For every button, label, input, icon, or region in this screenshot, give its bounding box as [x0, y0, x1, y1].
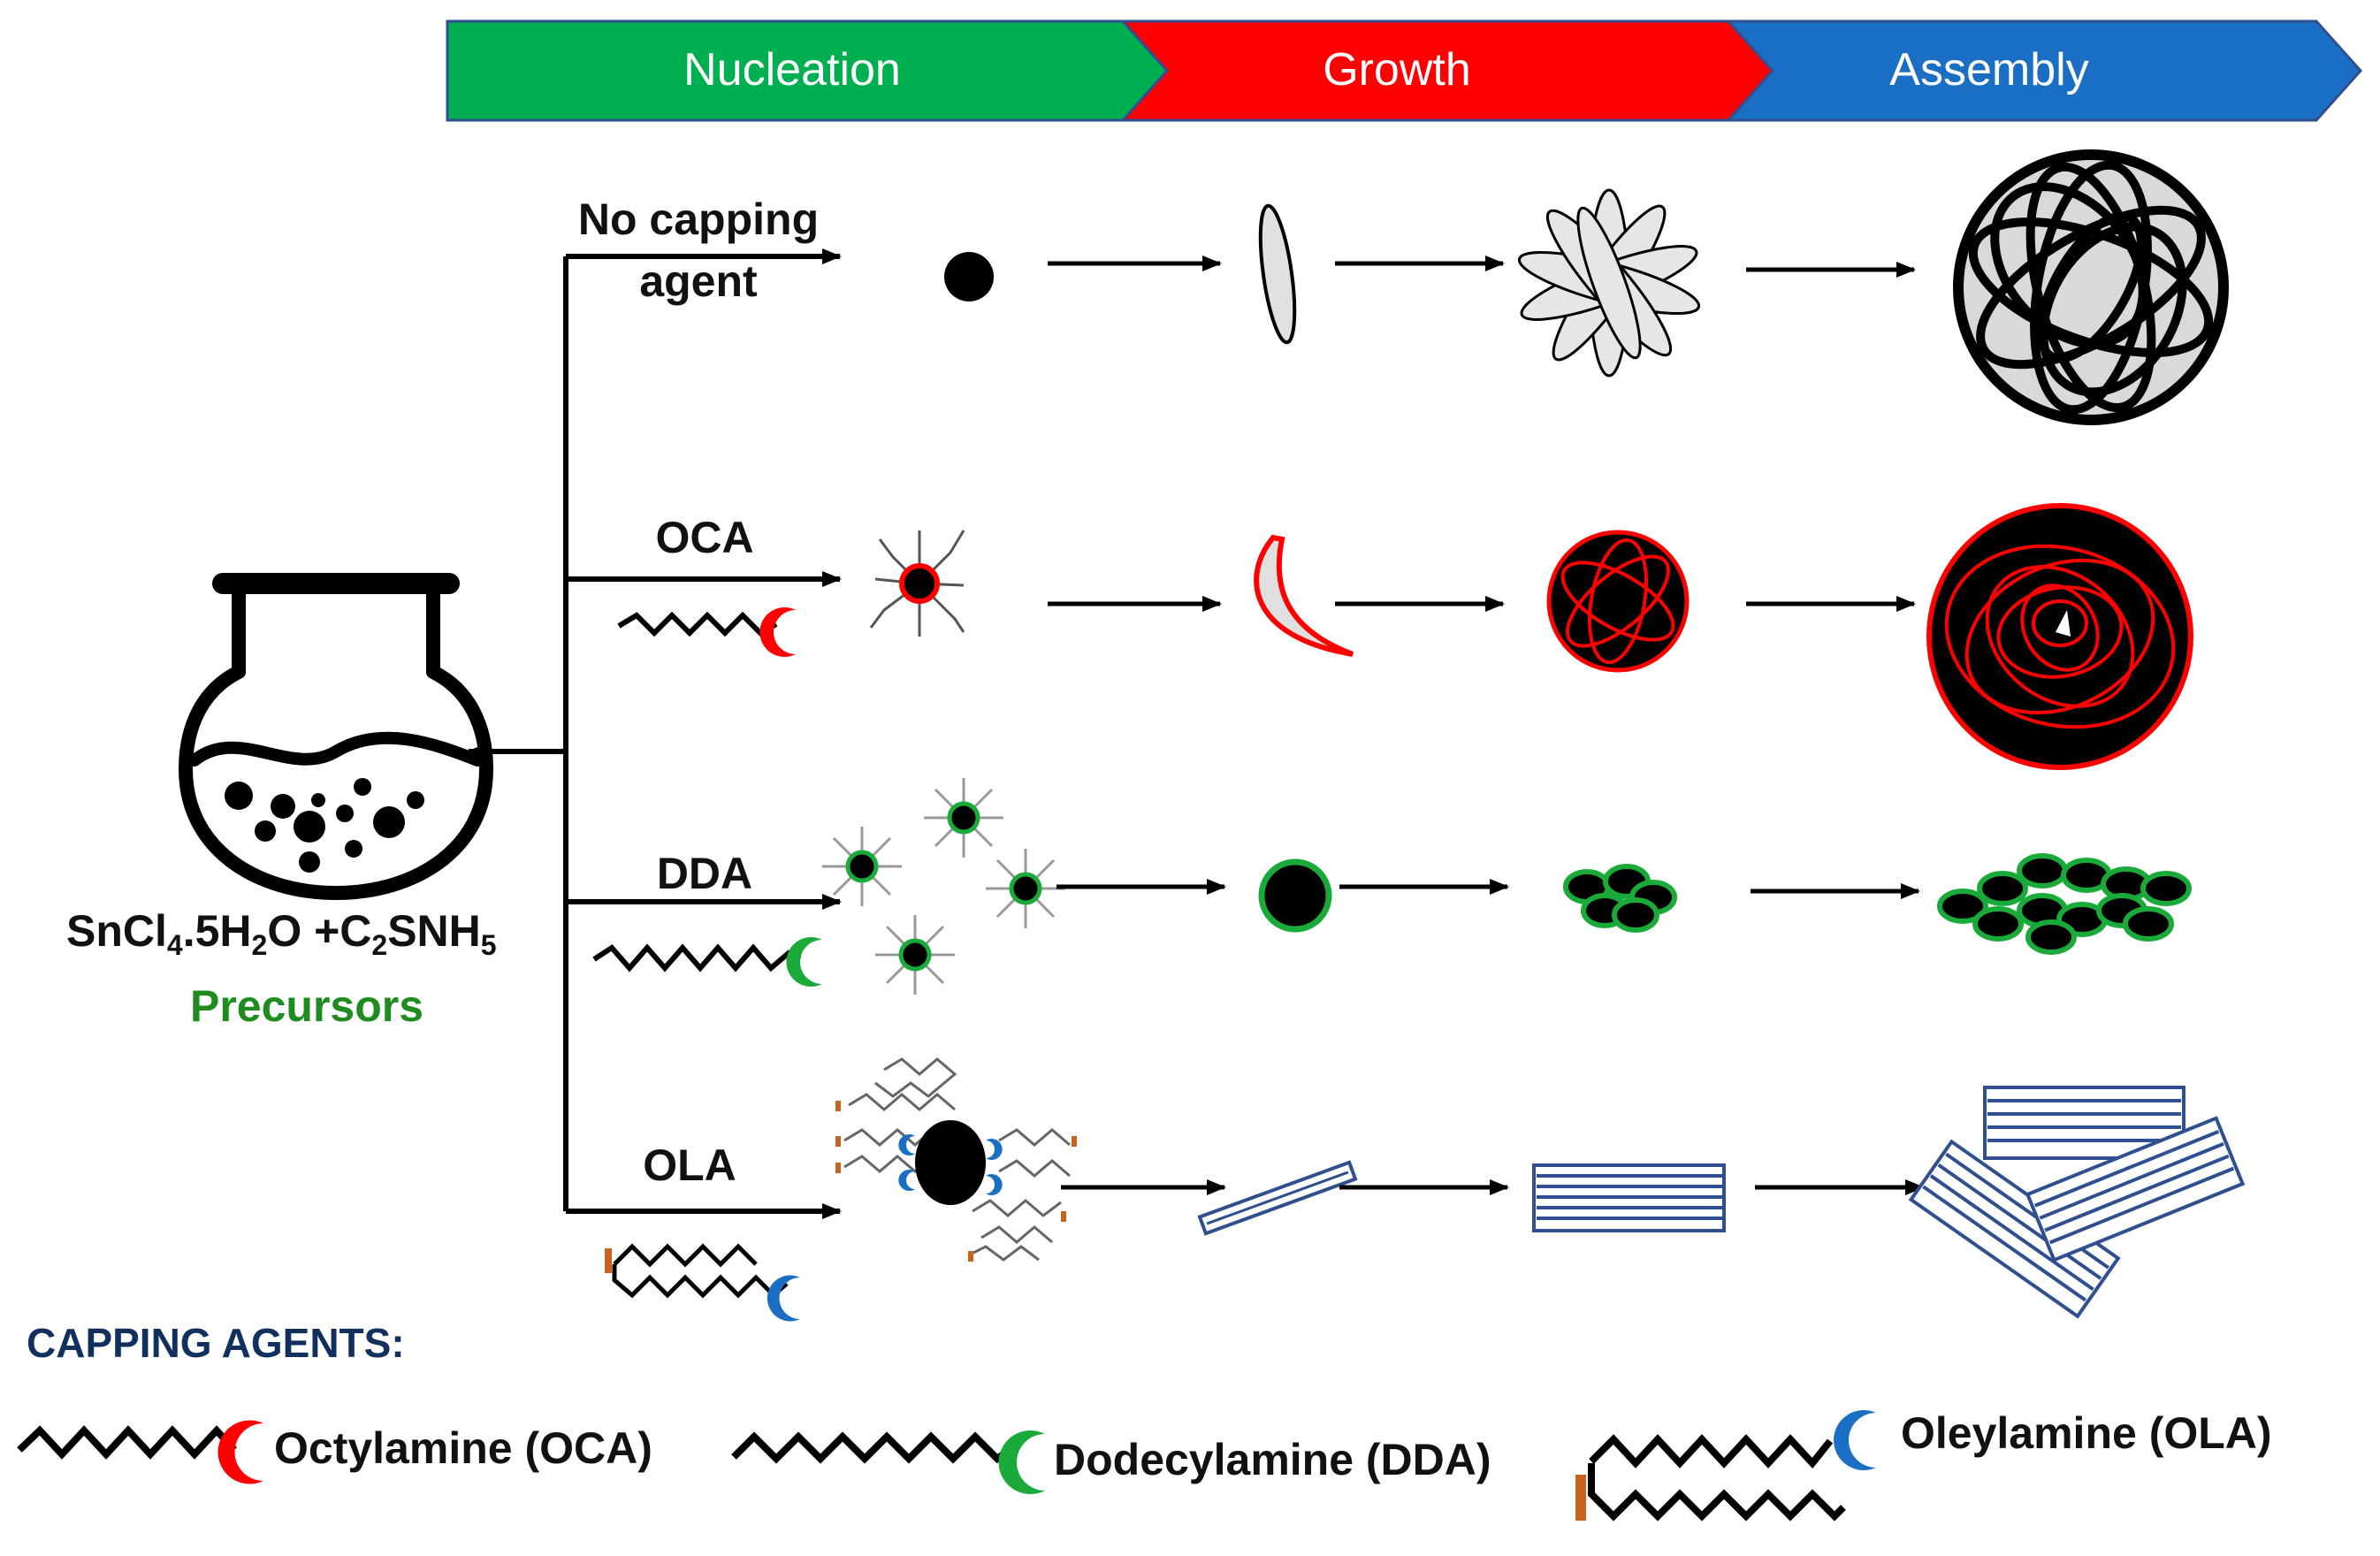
dda-sphere-particle [1258, 858, 1332, 933]
branch-label-oca: OCA [655, 513, 753, 562]
stage-banner: Nucleation Growth Assembly [446, 19, 2363, 122]
flask-icon [179, 573, 493, 900]
oca-nucleus [869, 530, 965, 637]
legend-oleylamine-label: Oleylamine (OLA) [1901, 1408, 2272, 1458]
row-oca [869, 503, 2193, 770]
stage-nucleation-label: Nucleation [683, 44, 901, 95]
branch-label-dda: DDA [657, 849, 752, 898]
dda-molecule-icon [592, 937, 822, 987]
rod-particle [1258, 203, 1297, 345]
legend-oleylamine: Oleylamine (OLA) [1575, 1408, 2272, 1522]
dda-cluster-assembly [1937, 853, 2192, 955]
flower-particle [1517, 188, 1701, 378]
branch-label-no-capping-line2: agent [639, 256, 758, 306]
nucleus-particle [944, 252, 994, 301]
ola-stack-assembly [1908, 1086, 2246, 1319]
oca-rose-assembly [1926, 503, 2193, 770]
dodecylamine-head-icon [998, 1430, 1045, 1494]
legend-dodecylamine-label: Dodecylamine (DDA) [1054, 1435, 1491, 1484]
stage-assembly-label: Assembly [1889, 44, 2088, 95]
ola-plate-stack [1532, 1163, 1726, 1232]
legend-title: CAPPING AGENTS: [27, 1320, 405, 1366]
stage-assembly-arrow [1725, 19, 2363, 122]
crescent-particle [1254, 534, 1354, 657]
legend-octylamine-label: Octylamine (OCA) [274, 1423, 652, 1473]
capping-agents-legend: CAPPING AGENTS: Octylamine (OCA) Dodecyl… [17, 1320, 2272, 1522]
branch-label-no-capping: No capping [578, 194, 819, 244]
tangled-sphere-assembly [1953, 149, 2229, 425]
oleylamine-head-icon [1834, 1409, 1876, 1470]
oca-molecule-icon [617, 607, 796, 657]
dda-capped-nuclei [822, 778, 1065, 995]
ola-molecule-icon [605, 1243, 800, 1322]
row-ola [835, 1057, 2246, 1319]
legend-dodecylamine: Dodecylamine (DDA) [731, 1430, 1491, 1494]
ola-plate-particle [1197, 1160, 1358, 1236]
dda-cluster-particle [1563, 864, 1677, 933]
octylamine-head-icon [217, 1420, 263, 1484]
ola-capped-nucleus [835, 1057, 1077, 1262]
row-dda [822, 778, 2192, 995]
branch-tree [467, 248, 842, 1219]
branch-label-ola: OLA [643, 1140, 736, 1190]
row-no-capping [944, 149, 2229, 425]
precursor-label: Precursors [190, 981, 423, 1031]
precursor-formula: SnCl4.5H2O +C2SNH5 [66, 906, 497, 961]
woven-sphere-particle [1546, 530, 1690, 673]
stage-growth-label: Growth [1323, 44, 1471, 95]
legend-octylamine: Octylamine (OCA) [17, 1420, 652, 1484]
